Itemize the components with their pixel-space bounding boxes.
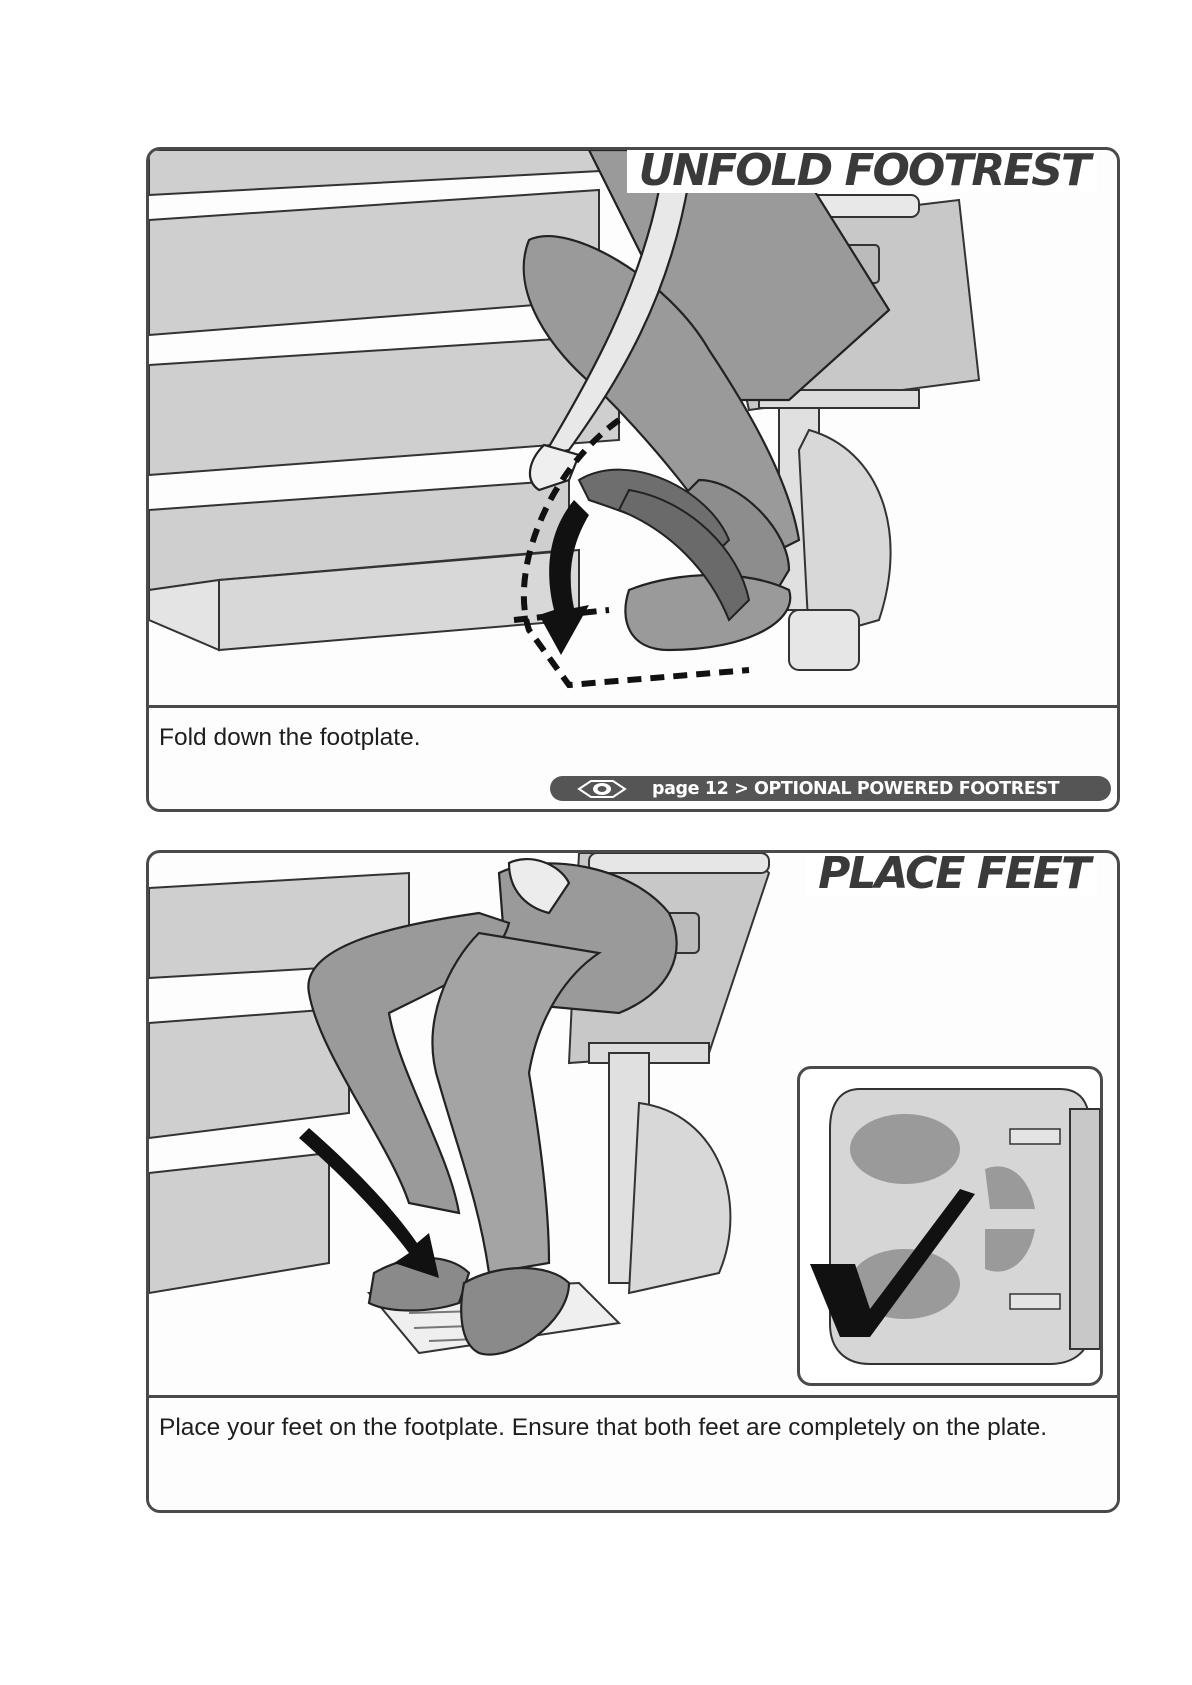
- section-heading: UNFOLD FOOTREST: [627, 147, 1097, 193]
- caption-area: Fold down the footplate. page 12 > OPTIO…: [149, 705, 1117, 809]
- instruction-caption: Fold down the footplate.: [159, 720, 1097, 755]
- caption-area: Place your feet on the footplate. Ensure…: [149, 1395, 1117, 1510]
- instruction-caption: Place your feet on the footplate. Ensure…: [159, 1410, 1097, 1445]
- unfold-footrest-illustration: [149, 150, 1117, 711]
- unfold-footrest-panel: UNFOLD FOOTREST Fold down the footplate.…: [146, 147, 1120, 812]
- eye-icon: [576, 779, 628, 799]
- reference-text: page 12 > OPTIONAL POWERED FOOTREST: [652, 779, 1059, 799]
- footplate-top-view-inset: [797, 1066, 1103, 1386]
- place-feet-panel: PLACE FEET Place your feet on the footpl…: [146, 850, 1120, 1513]
- cross-reference-link[interactable]: page 12 > OPTIONAL POWERED FOOTREST: [550, 776, 1111, 801]
- section-heading: PLACE FEET: [806, 850, 1097, 896]
- foot-mark-left: [850, 1114, 960, 1184]
- staircase: [149, 150, 619, 650]
